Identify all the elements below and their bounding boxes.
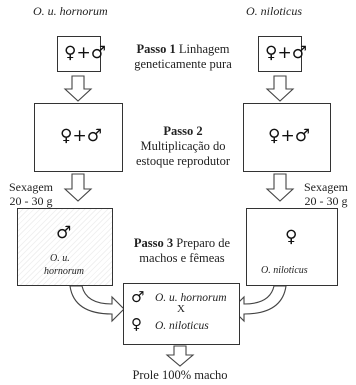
female-male-symbol: ♀+♂ xyxy=(60,126,102,146)
female-male-symbol: ♀+♂ xyxy=(265,43,307,63)
step3-left-species-2: hornorum xyxy=(44,266,85,277)
species-left-label: O. u. hornorum xyxy=(33,4,108,18)
step2-text: Multiplicação do xyxy=(140,139,226,153)
step1-text-2: geneticamente pura xyxy=(134,57,232,71)
sexing-right: Sexagem 20 - 30 g xyxy=(296,180,356,208)
female-male-symbol: ♀+♂ xyxy=(268,126,310,146)
cross-box: ♂ O. u. hornorum X ♀ O. niloticus xyxy=(123,283,240,345)
female-male-symbol: ♀+♂ xyxy=(64,43,106,63)
sexing-right-range: 20 - 30 g xyxy=(304,194,348,208)
cross-symbol: X xyxy=(177,303,185,315)
species-right-label: O. niloticus xyxy=(246,4,302,18)
step2-caption: Passo 2 Multiplicação do estoque reprodu… xyxy=(122,124,244,169)
male-symbol: ♂ xyxy=(131,288,145,306)
step3-text-2: machos e fêmeas xyxy=(139,251,225,265)
step3-caption: Passo 3 Preparo de machos e fêmeas xyxy=(118,236,246,266)
female-symbol: ♀ xyxy=(285,227,298,247)
arrow-curve-left xyxy=(69,285,125,323)
arrow-result xyxy=(165,345,195,367)
step2-box-right: ♀+♂ xyxy=(243,103,331,172)
step3-left-species-1: O. u. xyxy=(50,253,70,264)
female-symbol: ♀ xyxy=(131,315,142,333)
cross-male-species: O. u. hornorum xyxy=(155,292,227,304)
cross-female-species: O. niloticus xyxy=(155,320,209,332)
step1-box-right: ♀+♂ xyxy=(258,36,307,72)
step1-text: Linhagem xyxy=(178,42,230,56)
step2-text-2: estoque reprodutor xyxy=(135,154,231,168)
step3-title: Passo 3 xyxy=(133,236,174,250)
step2-box-left: ♀+♂ xyxy=(34,103,123,172)
arrow-right-2 xyxy=(265,173,295,202)
sexing-right-label: Sexagem xyxy=(304,180,348,194)
arrow-left-2 xyxy=(63,173,93,202)
step3-box-right: ♀ O. niloticus xyxy=(246,208,338,286)
sexing-left-range: 20 - 30 g xyxy=(9,194,53,208)
step3-box-left: ♂ O. u. hornorum xyxy=(17,208,113,286)
step2-title: Passo 2 xyxy=(163,124,203,138)
step1-box-left: ♀+♂ xyxy=(57,36,106,72)
step3-right-species: O. niloticus xyxy=(261,265,308,276)
sexing-left-label: Sexagem xyxy=(9,180,53,194)
arrow-curve-right xyxy=(231,285,287,323)
arrow-right-1 xyxy=(265,75,295,102)
arrow-left-1 xyxy=(63,75,93,102)
sexing-left: Sexagem 20 - 30 g xyxy=(1,180,61,208)
step1-caption: Passo 1 Linhagem geneticamente pura xyxy=(118,42,248,72)
male-symbol: ♂ xyxy=(56,223,72,243)
step1-title: Passo 1 xyxy=(136,42,176,56)
step3-text: Preparo de xyxy=(176,236,231,250)
result-label: Prole 100% macho xyxy=(132,368,228,382)
